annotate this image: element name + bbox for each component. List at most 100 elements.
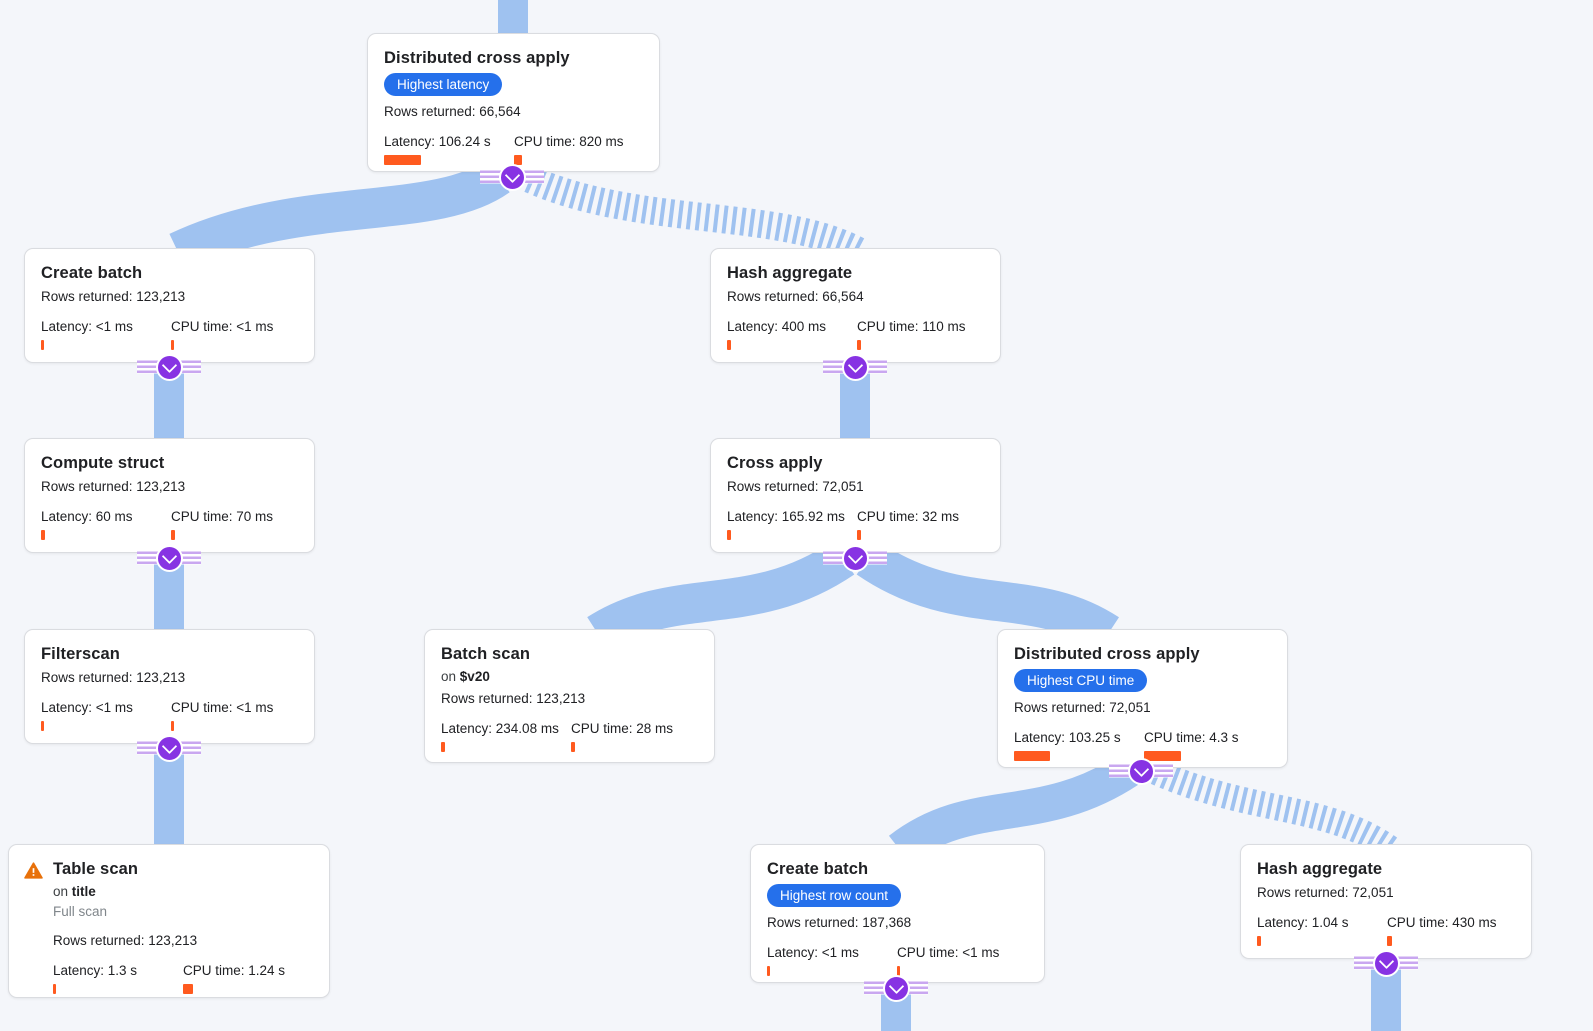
chevron-down-icon xyxy=(1127,757,1155,785)
plan-node-table-scan[interactable]: Table scan on title Full scan Rows retur… xyxy=(8,844,330,998)
cpu-bar xyxy=(897,966,900,976)
collapse-node-button[interactable] xyxy=(864,974,928,1002)
rows-returned: Rows returned: 72,051 xyxy=(1014,700,1151,715)
latency-bar xyxy=(1014,751,1050,761)
collapse-node-button[interactable] xyxy=(1109,757,1173,785)
status-badge: Highest latency xyxy=(384,73,503,96)
cpu-bar xyxy=(183,984,193,994)
node-title: Hash aggregate xyxy=(727,264,853,282)
latency-bar xyxy=(727,340,731,350)
collapse-node-button[interactable] xyxy=(137,353,201,381)
cpu-label: CPU time: <1 ms xyxy=(171,319,274,334)
scan-target: on $v20 xyxy=(441,669,490,684)
node-title: Create batch xyxy=(41,264,143,282)
cpu-bar xyxy=(1144,751,1181,761)
plan-node-create-batch-bottom[interactable]: Create batch Highest row count Rows retu… xyxy=(750,844,1045,983)
rows-returned: Rows returned: 123,213 xyxy=(441,691,586,706)
metrics: Latency: <1 ms CPU time: <1 ms xyxy=(767,944,1028,976)
cpu-bar xyxy=(171,340,174,350)
plan-node-cross-apply[interactable]: Cross apply Rows returned: 72,051 Latenc… xyxy=(710,438,1001,553)
latency-bar xyxy=(41,721,44,731)
latency-label: Latency: 1.04 s xyxy=(1257,915,1349,930)
latency-label: Latency: 400 ms xyxy=(727,319,827,334)
latency-label: Latency: 165.92 ms xyxy=(727,509,845,524)
cpu-bar xyxy=(171,530,175,540)
rows-returned: Rows returned: 123,213 xyxy=(41,479,186,494)
metrics: Latency: 1.3 s CPU time: 1.24 s xyxy=(53,962,313,994)
metrics: Latency: <1 ms CPU time: <1 ms xyxy=(41,699,298,731)
collapse-node-button[interactable] xyxy=(137,544,201,572)
cpu-bar xyxy=(571,742,575,752)
cpu-label: CPU time: 4.3 s xyxy=(1144,730,1239,745)
metrics: Latency: 60 ms CPU time: 70 ms xyxy=(41,508,298,540)
chevron-down-icon xyxy=(155,353,183,381)
chevron-down-icon xyxy=(155,734,183,762)
collapse-node-button[interactable] xyxy=(823,353,887,381)
cpu-label: CPU time: 28 ms xyxy=(571,721,674,736)
cpu-label: CPU time: 820 ms xyxy=(514,134,624,149)
latency-label: Latency: 103.25 s xyxy=(1014,730,1121,745)
latency-label: Latency: 106.24 s xyxy=(384,134,491,149)
edge-dca-to-hash-aggregate xyxy=(1150,760,1400,861)
latency-bar xyxy=(384,155,421,165)
plan-node-hash-aggregate-bottom[interactable]: Hash aggregate Rows returned: 72,051 Lat… xyxy=(1240,844,1532,959)
chevron-down-icon xyxy=(841,353,869,381)
node-title: Hash aggregate xyxy=(1257,860,1383,878)
node-title: Distributed cross apply xyxy=(384,49,570,67)
latency-label: Latency: 1.3 s xyxy=(53,963,138,978)
rows-returned: Rows returned: 123,213 xyxy=(41,289,186,304)
rows-returned: Rows returned: 72,051 xyxy=(1257,885,1394,900)
scan-target: on title xyxy=(53,884,96,899)
latency-bar xyxy=(41,530,45,540)
collapse-node-button[interactable] xyxy=(1354,949,1418,977)
latency-label: Latency: <1 ms xyxy=(41,319,133,334)
chevron-down-icon xyxy=(1372,949,1400,977)
node-title: Compute struct xyxy=(41,454,165,472)
rows-returned: Rows returned: 66,564 xyxy=(384,104,521,119)
metrics: Latency: 103.25 s CPU time: 4.3 s xyxy=(1014,729,1271,761)
node-title: Create batch xyxy=(767,860,869,878)
status-badge: Highest CPU time xyxy=(1014,669,1148,692)
plan-node-filterscan[interactable]: Filterscan Rows returned: 123,213 Latenc… xyxy=(24,629,315,744)
rows-returned: Rows returned: 66,564 xyxy=(727,289,864,304)
latency-bar xyxy=(53,984,56,994)
plan-node-compute-struct[interactable]: Compute struct Rows returned: 123,213 La… xyxy=(24,438,315,553)
latency-label: Latency: <1 ms xyxy=(41,700,133,715)
metrics: Latency: <1 ms CPU time: <1 ms xyxy=(41,318,298,350)
plan-node-hash-aggregate-mid[interactable]: Hash aggregate Rows returned: 66,564 Lat… xyxy=(710,248,1001,363)
node-title: Batch scan xyxy=(441,645,531,663)
metrics: Latency: 400 ms CPU time: 110 ms xyxy=(727,318,984,350)
cpu-label: CPU time: 70 ms xyxy=(171,509,274,524)
latency-bar xyxy=(1257,936,1261,946)
edge-cross-apply-to-batch-scan xyxy=(587,541,855,652)
chevron-down-icon xyxy=(155,544,183,572)
cpu-bar xyxy=(857,340,861,350)
rows-returned: Rows returned: 72,051 xyxy=(727,479,864,494)
cpu-label: CPU time: 32 ms xyxy=(857,509,960,524)
edge-dca-to-create-batch xyxy=(888,754,1138,865)
cpu-bar xyxy=(1387,936,1392,946)
collapse-node-button[interactable] xyxy=(137,734,201,762)
edge-cross-apply-to-dca xyxy=(856,541,1119,652)
warning-icon xyxy=(24,862,43,879)
scan-type: Full scan xyxy=(53,904,108,919)
chevron-down-icon xyxy=(841,544,869,572)
cpu-label: CPU time: <1 ms xyxy=(171,700,274,715)
plan-node-distributed-cross-apply-right[interactable]: Distributed cross apply Highest CPU time… xyxy=(997,629,1288,768)
collapse-node-button[interactable] xyxy=(823,544,887,572)
latency-bar xyxy=(441,742,445,752)
latency-label: Latency: <1 ms xyxy=(767,945,859,960)
edge-root-to-create-batch xyxy=(169,159,510,271)
plan-node-distributed-cross-apply-top[interactable]: Distributed cross apply Highest latency … xyxy=(367,33,660,172)
metrics: Latency: 1.04 s CPU time: 430 ms xyxy=(1257,914,1515,946)
latency-bar xyxy=(41,340,44,350)
cpu-bar xyxy=(171,721,174,731)
cpu-label: CPU time: <1 ms xyxy=(897,945,1000,960)
plan-node-batch-scan[interactable]: Batch scan on $v20 Rows returned: 123,21… xyxy=(424,629,715,763)
rows-returned: Rows returned: 187,368 xyxy=(767,915,912,930)
node-title: Filterscan xyxy=(41,645,120,663)
plan-node-create-batch-left[interactable]: Create batch Rows returned: 123,213 Late… xyxy=(24,248,315,363)
collapse-node-button[interactable] xyxy=(480,163,544,191)
cpu-bar xyxy=(857,530,861,540)
